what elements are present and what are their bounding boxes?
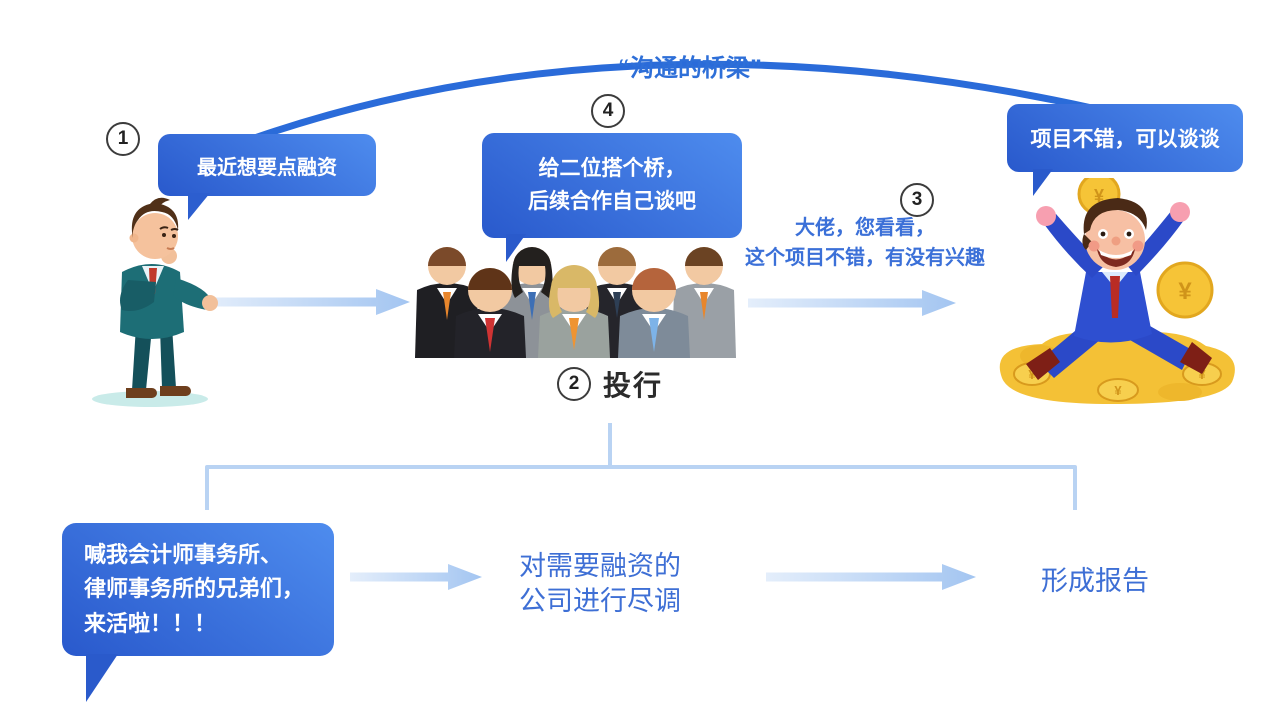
arrow-bubble-to-due-diligence [350, 564, 482, 590]
bubble-bank-call: 喊我会计师事务所、 律师事务所的兄弟们， 来活啦！！！ [62, 523, 334, 702]
step1-number-badge: 1 [106, 122, 140, 156]
coin: ¥ [1097, 378, 1139, 402]
floating-coin: ¥ [1156, 261, 1214, 319]
bubble-step3-text: 项目不错，可以谈谈 [1030, 128, 1220, 151]
svg-text:¥: ¥ [1178, 278, 1192, 305]
step1-number: 1 [117, 128, 129, 149]
bubble-tail [506, 234, 526, 262]
bubble-step4: 给二位搭个桥， 后续合作自己谈吧 [482, 133, 742, 262]
arrow-due-diligence-to-report [766, 564, 976, 590]
step2-number-badge: 2 [556, 367, 591, 401]
entrepreneur-character [92, 197, 218, 407]
bubble-tail [86, 654, 118, 702]
bridge-title: “沟通的桥梁” [618, 55, 762, 82]
bubble-step4-line2: 后续合作自己谈吧 [528, 189, 696, 213]
bubble-tail [1033, 169, 1053, 196]
bubble-step3: 项目不错，可以谈谈 [1007, 104, 1243, 196]
bubble-tail [188, 193, 210, 220]
svg-text:¥: ¥ [1198, 367, 1206, 382]
arrow-bank-to-investor [748, 290, 956, 316]
report-step: 形成报告 [1041, 566, 1149, 596]
arrow-entrepreneur-to-bank [204, 289, 410, 315]
bubble-bank-call-line3: 来活啦！！！ [84, 610, 217, 636]
bubble-step1: 最近想要点融资 [158, 134, 376, 220]
bubble-step1-text: 最近想要点融资 [197, 156, 337, 179]
bubble-bank-call-line2: 律师事务所的兄弟们， [84, 576, 305, 602]
step2-number: 2 [568, 373, 580, 394]
step3-caption-line2: 这个项目不错，有没有兴趣 [745, 247, 985, 269]
step4-number: 4 [602, 100, 614, 121]
due-diligence-line2: 公司进行尽调 [519, 586, 681, 617]
banker-front-1 [454, 268, 526, 358]
step3-caption: 大佬，您看看， 这个项目不错，有没有兴趣 [733, 213, 997, 273]
banker-front-3 [618, 268, 690, 358]
due-diligence-line1: 对需要融资的 [519, 551, 681, 581]
svg-text:¥: ¥ [1094, 186, 1104, 206]
step2-label-row: 2 投行 [480, 364, 740, 404]
step3-number: 3 [911, 189, 923, 210]
step4-number-badge: 4 [591, 94, 625, 128]
bubble-bank-call-line1: 喊我会计师事务所、 [84, 542, 283, 568]
svg-text:¥: ¥ [1114, 383, 1122, 398]
step3-number-badge: 3 [900, 183, 934, 217]
svg-text:¥: ¥ [1028, 367, 1036, 382]
bubble-step4-line1: 给二位搭个桥， [538, 156, 686, 180]
step3-caption-line1: 大佬，您看看， [795, 217, 935, 239]
investor-character: ¥ ¥ ¥ ¥ ¥ [999, 178, 1235, 404]
bracket-connector [205, 423, 1077, 510]
due-diligence-step: 对需要融资的 公司进行尽调 [466, 549, 734, 619]
investment-bank-label: 投行 [602, 370, 663, 401]
investment-bank-team [415, 247, 736, 358]
banker-front-2-woman [538, 265, 610, 358]
bridge-arc [239, 60, 1096, 146]
